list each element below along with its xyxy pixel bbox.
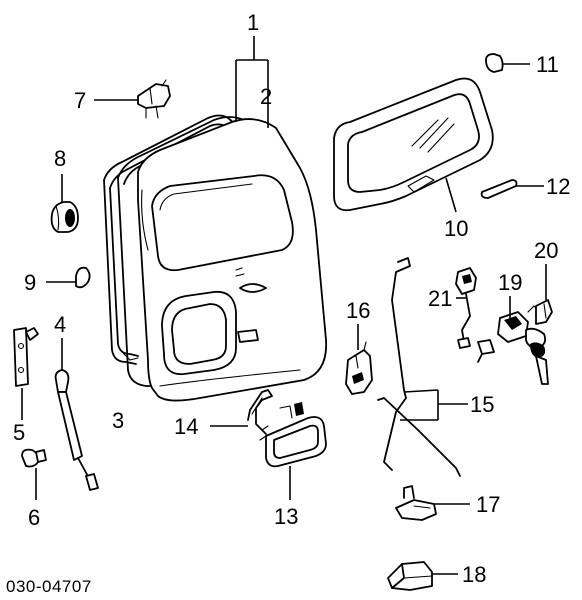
part-2-liftgate-outer xyxy=(137,118,327,402)
part-14-handle-bracket xyxy=(247,389,273,435)
callout-3: 3 xyxy=(112,408,124,433)
callout-8: 8 xyxy=(54,146,66,171)
drawing-code: 030-04707 xyxy=(6,577,92,596)
callout-7: 7 xyxy=(74,88,86,113)
callout-20: 20 xyxy=(534,238,558,263)
callout-5: 5 xyxy=(13,420,25,445)
part-10-glass xyxy=(333,77,494,212)
part-4-gas-strut xyxy=(54,338,99,491)
callout-6: 6 xyxy=(28,505,40,530)
callout-19: 19 xyxy=(498,270,522,295)
callout-15: 15 xyxy=(470,392,494,417)
callout-1: 1 xyxy=(247,10,259,35)
part-6-bolt xyxy=(21,448,47,468)
leaders-1-2 xyxy=(235,36,269,128)
callout-17: 17 xyxy=(476,492,500,517)
callout-13: 13 xyxy=(274,504,298,529)
callout-21: 21 xyxy=(428,286,452,311)
callout-4: 4 xyxy=(54,312,66,337)
part-15-rods xyxy=(377,257,461,477)
callout-2: 2 xyxy=(260,84,272,109)
part-9-plug xyxy=(75,266,91,289)
callout-16: 16 xyxy=(346,298,370,323)
part-19-lock-cylinder xyxy=(477,305,549,385)
callout-10: 10 xyxy=(444,216,468,241)
part-20-clip xyxy=(535,299,553,325)
part-16-latch xyxy=(345,341,373,395)
leader-10 xyxy=(445,177,457,213)
part-21-actuator xyxy=(455,267,477,349)
callout-18: 18 xyxy=(462,562,486,587)
part-12-molding xyxy=(480,179,518,199)
part-8-bumper xyxy=(50,201,79,233)
callout-11: 11 xyxy=(536,52,559,77)
part-7-hinge xyxy=(137,79,171,119)
part-11-cap xyxy=(485,53,504,73)
callout-14: 14 xyxy=(174,414,198,439)
callout-9: 9 xyxy=(24,270,36,295)
part-18-cover xyxy=(387,561,433,591)
part-17-striker xyxy=(395,485,437,521)
part-13-handle xyxy=(259,402,327,468)
leader-15 xyxy=(400,389,468,421)
part-5-bracket xyxy=(13,327,39,387)
callout-12: 12 xyxy=(546,174,570,199)
